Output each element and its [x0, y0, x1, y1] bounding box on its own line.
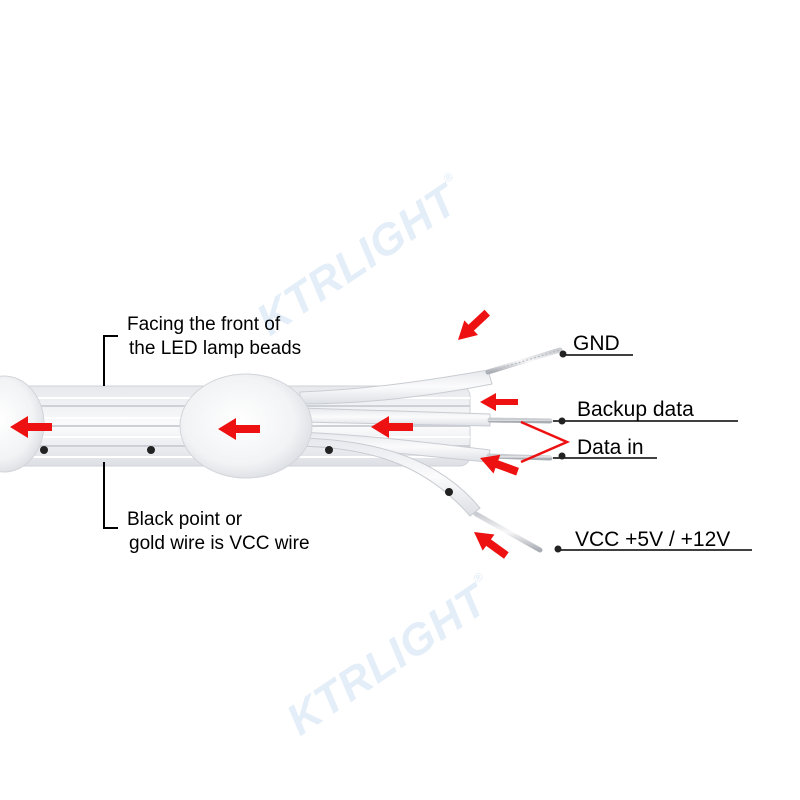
data-in-bracket	[520, 420, 571, 464]
arrow-left-icon	[371, 416, 413, 438]
vcc-marker-dot	[325, 446, 333, 454]
vcc-marker-dot	[445, 488, 453, 496]
leader-dot	[558, 417, 566, 425]
arrow-left-icon	[10, 416, 52, 438]
vcc-marker-dot	[40, 446, 48, 454]
backup-data-wire	[299, 407, 553, 427]
leader-dot	[559, 350, 567, 358]
top-note-line-1: Facing the front of	[127, 314, 281, 335]
vcc-label: VCC +5V / +12V	[575, 528, 731, 551]
bottom-note-bracket	[103, 462, 118, 529]
arrow-up-left-icon	[474, 532, 509, 559]
vcc-wire	[299, 437, 543, 553]
arrow-down-left-icon	[458, 309, 490, 340]
arrow-left-icon	[218, 418, 260, 440]
bottom-note-line-2: gold wire is VCC wire	[129, 533, 310, 554]
leader-dot	[554, 545, 562, 553]
annotation-brackets	[103, 335, 118, 529]
bottom-note-line-1: Black point or	[127, 509, 243, 530]
data-in-label: Data in	[577, 436, 644, 459]
direction-arrows	[10, 309, 519, 559]
top-note-bracket	[103, 335, 118, 386]
gnd-label: GND	[573, 332, 620, 355]
wire-leader-lines	[520, 354, 752, 551]
top-note-line-2: the LED lamp beads	[129, 338, 302, 359]
backup-data-label: Backup data	[577, 398, 694, 421]
vcc-marker-dot	[147, 446, 155, 454]
gnd-wire	[299, 347, 563, 405]
arrow-up-left-icon	[480, 454, 519, 476]
leader-dot	[558, 452, 566, 460]
arrow-left-icon	[480, 393, 518, 411]
leader-endpoints	[554, 350, 567, 553]
